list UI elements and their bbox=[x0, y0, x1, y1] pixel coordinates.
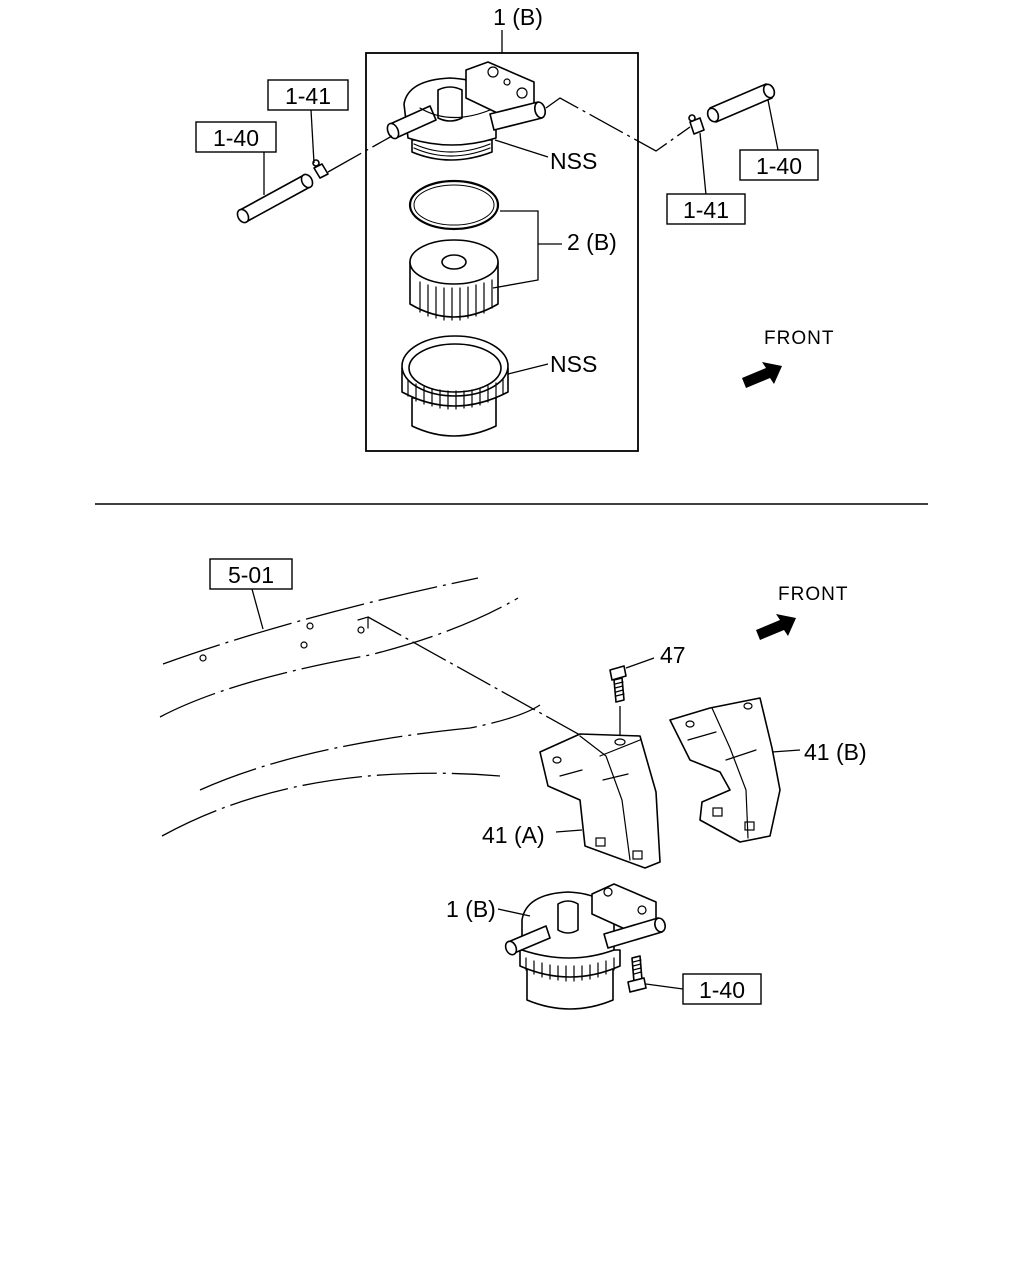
left-hose-clip bbox=[312, 159, 329, 179]
mount-bolt bbox=[627, 955, 647, 993]
filter-element bbox=[409, 239, 499, 321]
bowl-label: NSS bbox=[550, 351, 597, 377]
chassis-frame bbox=[159, 577, 541, 837]
left-hose-ref: 1-40 bbox=[213, 125, 259, 151]
right-clip-ref-box bbox=[666, 193, 746, 225]
filter-head bbox=[386, 61, 547, 161]
element-label: 2 (B) bbox=[567, 229, 617, 255]
bottom-mount-view: 5-01 47 41 (A) bbox=[159, 558, 867, 1010]
bracket-b-label: 41 (B) bbox=[804, 739, 867, 765]
right-hose-clip bbox=[688, 114, 705, 135]
bracket-b bbox=[669, 697, 781, 843]
left-clip-ref-box bbox=[267, 79, 349, 111]
top-exploded-view: 1 (B) bbox=[195, 4, 834, 452]
right-hose-ref-box bbox=[739, 149, 819, 181]
left-fuel-hose bbox=[236, 173, 314, 224]
head-label: NSS bbox=[550, 148, 597, 174]
front-arrow-icon bbox=[756, 614, 796, 640]
left-hose-ref-box bbox=[195, 121, 277, 153]
mount-bolt-ref-box bbox=[682, 973, 762, 1005]
right-clip-ref: 1-41 bbox=[683, 197, 729, 223]
filter-assembly bbox=[504, 883, 666, 1010]
frame-ref: 5-01 bbox=[228, 562, 274, 588]
front-arrow-icon bbox=[742, 362, 782, 388]
right-fuel-hose bbox=[706, 83, 776, 123]
left-clip-ref: 1-41 bbox=[285, 83, 331, 109]
filter-bowl bbox=[401, 335, 509, 437]
o-ring bbox=[408, 179, 500, 231]
assembly-label: 1 (B) bbox=[493, 4, 543, 30]
front-label-top: FRONT bbox=[764, 328, 834, 349]
right-hose-ref: 1-40 bbox=[756, 153, 802, 179]
bracket-bolt bbox=[609, 665, 627, 703]
front-label-bottom: FRONT bbox=[778, 584, 848, 605]
kit-frame bbox=[365, 52, 639, 452]
mount-bolt-ref: 1-40 bbox=[699, 977, 745, 1003]
filter-label: 1 (B) bbox=[446, 896, 496, 922]
frame-ref-box bbox=[209, 558, 293, 590]
bracket-a bbox=[539, 733, 661, 869]
bracket-a-label: 41 (A) bbox=[482, 822, 545, 848]
bolt-label: 47 bbox=[660, 642, 686, 668]
